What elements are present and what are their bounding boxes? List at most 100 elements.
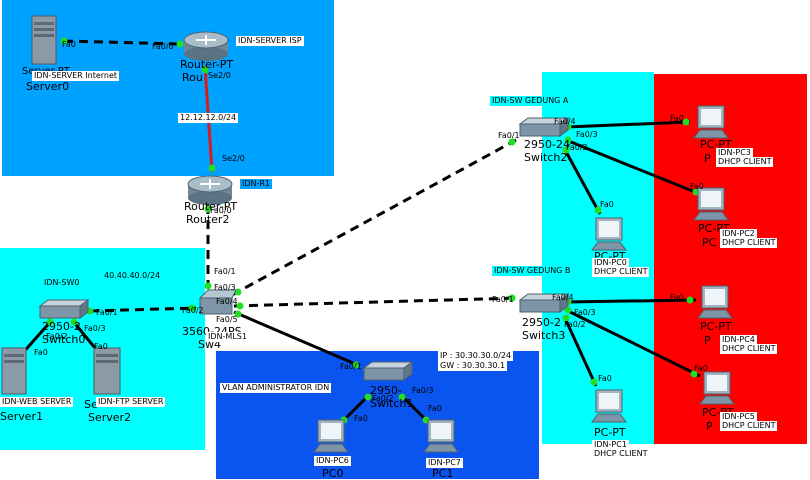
pc-idn0-icon[interactable] [590,216,628,252]
switch2-icon[interactable] [518,116,570,140]
link-sw2-pc3 [565,120,691,129]
link-sw3-pc1b [562,315,598,387]
link-sw4-sw2 [231,138,517,297]
router2-name2: Router2 [186,213,230,226]
router2-icon[interactable] [186,172,234,206]
sw0-name: 2950-2 [42,320,81,333]
port-label: Fa0/4 [554,117,576,126]
port-label: Fa0/3 [214,283,236,292]
port-label: Fa0/3 [84,324,106,333]
router-isp-name2: Rou [182,71,203,84]
link-sw2-pc0b [562,147,602,215]
pc-idn2-dhcp: DHCP CLIENT [720,238,778,248]
sw0-name2: Switch0 [42,333,86,346]
pc-idn4-tag: IDN-PC4 [720,335,757,345]
port-label: Fa0/2 [182,306,204,315]
port-label: Se2/0 [222,154,245,163]
port-label: Fa0/3 [574,308,596,317]
port-label: Fa0/1 [498,131,520,140]
router-isp-name: Router-PT [180,58,234,71]
sw1-name: 2950- [370,384,402,397]
pc-idn0-tag: IDN-PC0 [592,258,629,268]
pc-idn4-dhcp: DHCP CLIENT [720,344,778,354]
router2-tag: IDN-R1 [240,179,273,189]
port-label: Fa0/1 [340,362,362,371]
sw4-tag: IDN-MLS1 [206,332,249,342]
switch3-icon[interactable] [518,292,570,316]
port-label: Fa0 [34,348,48,357]
server1-icon[interactable] [0,346,30,396]
pc-idn0-dhcp: DHCP CLIENT [592,267,650,277]
multilayer-switch-icon[interactable] [196,288,236,318]
pc-idn3-tag: IDN-PC3 [716,148,753,158]
vlan-admin-title: VLAN ADMINISTRATOR IDN [220,383,332,393]
pc-idn2-icon[interactable] [692,186,730,222]
link-sw2-pc2 [565,138,701,196]
router-isp-tag: IDN-SERVER ISP [236,36,304,46]
pc-idn1-tag: IDN-PC1 [592,440,629,450]
port-label: Fa0 [600,200,614,209]
pc1-tag: IDN-PC7 [426,458,463,468]
port-label: Fa0 [62,40,76,49]
isp-link-subnet: 12.12.12.0/24 [178,113,239,123]
pc-idn1-dhcp: DHCP CLIENT [592,449,650,459]
pc0-name: PC0 [322,467,344,480]
port-label: Fa0/0 [152,42,174,51]
vlan-ip: IP : 30.30.30.0/24 [438,351,514,361]
port-label: Fa0/3 [576,130,598,139]
pc-idn4-icon[interactable] [696,284,734,320]
server2-model: Se [84,398,98,411]
pc-idn1-icon[interactable] [590,388,628,424]
pc-idn4-name2: P [704,334,711,347]
sw1-name2: Switch1 [370,397,414,410]
port-label: Fa0 [670,114,684,123]
sw3-tag: IDN-SW GEDUNG B [492,266,573,276]
pc-idn4-name: PC-PT [700,320,732,333]
pc1-icon[interactable] [422,418,460,454]
pc-idn5-icon[interactable] [698,370,736,406]
port-label: Fa0/1 [96,308,118,317]
server2-icon[interactable] [92,346,124,396]
server0-icon[interactable] [30,14,60,66]
port-label: Fa0/2 [372,394,394,403]
sw0-tag: IDN-SW0 [42,278,82,288]
port-label: Fa0 [354,414,368,423]
port-label: Se2/0 [208,71,231,80]
port-label: Fa0 [670,293,684,302]
port-label: Fa0/1 [214,267,236,276]
zone-isp [2,0,334,176]
port-label: Fa0 [694,364,708,373]
pc-idn5-name2: P [706,420,713,433]
pc0-icon[interactable] [312,418,350,454]
port-label: Fa0/2 [566,143,588,152]
link-server0-risp [63,39,181,46]
port-label: Fa0/5 [216,315,238,324]
sw3-name: 2950-2 [522,316,561,329]
pc-idn3-name: PC-PT [700,138,732,151]
server2-tag: IDN-FTP SERVER [96,397,166,407]
port-label: Fa0/0 [210,206,232,215]
pc-idn5-dhcp: DHCP CLIENT [720,421,778,431]
port-label: Fa0 [94,342,108,351]
switch0-icon[interactable] [38,298,90,322]
sw3-name2: Switch3 [522,329,566,342]
link-sw3-pc5 [565,308,701,378]
pc-idn1-name: PC-PT [594,426,626,439]
pc-idn3-icon[interactable] [692,104,730,140]
pc-idn2-tag: IDN-PC2 [720,229,757,239]
port-label: Fa0/2 [46,332,68,341]
server0-tag: IDN-SERVER Internet [32,71,120,81]
port-label: Fa0 [598,374,612,383]
router-isp-icon[interactable] [182,28,230,62]
link-sw4-sw1 [233,310,361,368]
port-label: Fa0/2 [564,320,586,329]
pc1-name: PC1 [432,467,454,480]
pc-idn3-dhcp: DHCP CLIENT [716,157,774,167]
server1-tag: IDN-WEB SERVER [0,397,74,407]
server2-name: Server2 [88,411,132,424]
link-sw4-sw3 [233,296,519,308]
server1-name: Server1 [0,410,44,423]
port-label: Fa0/4 [552,293,574,302]
switch1-icon[interactable] [362,360,414,384]
